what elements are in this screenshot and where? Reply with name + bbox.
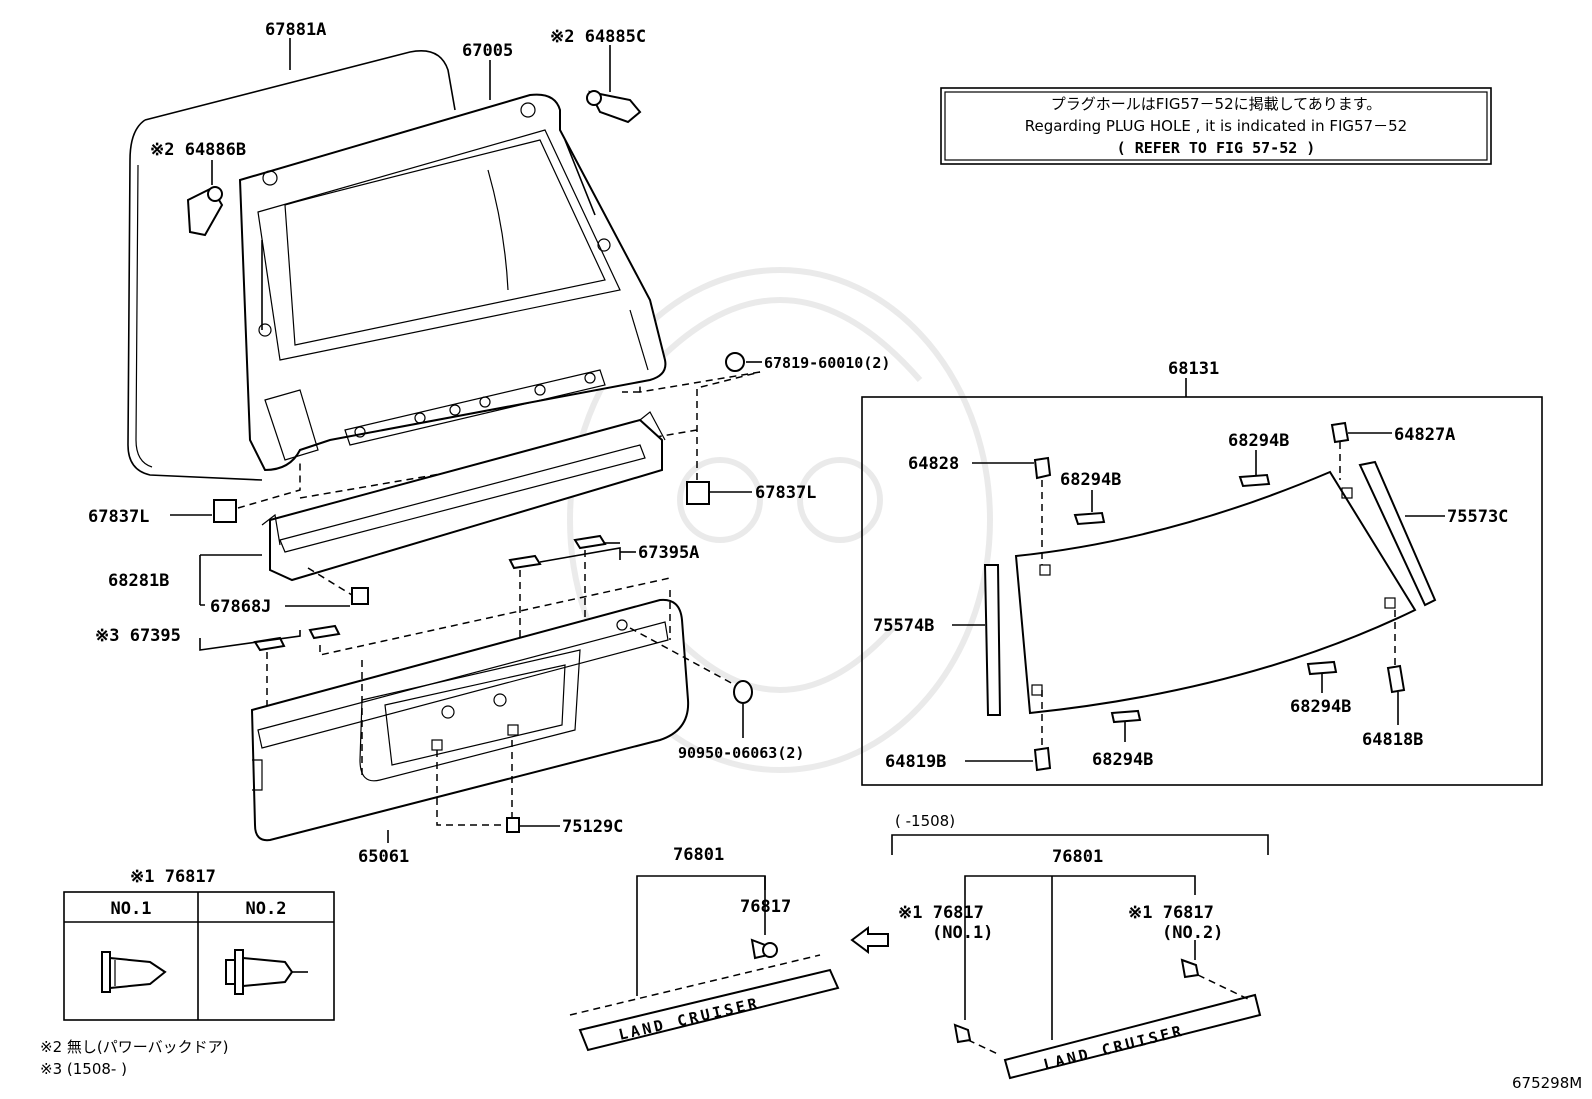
label-68131: 68131: [1168, 359, 1219, 379]
garnish-68281B: 68281B: [108, 411, 666, 606]
clip-table-col-no2: NO.2: [246, 899, 287, 919]
notice-line-2: Regarding PLUG HOLE , it is indicated in…: [1025, 117, 1407, 135]
label-68294B-2: 68294B: [1228, 431, 1289, 451]
label-68294B-1: 68294B: [1060, 470, 1121, 490]
label-64827A: 64827A: [1394, 425, 1455, 445]
back-glass-group-68131: 68131 64828 68294B 68294B 64827A 75573C …: [861, 359, 1543, 786]
label-64886B: ※2 64886B: [150, 140, 246, 160]
direction-arrow: [850, 926, 889, 954]
label-75573C: 75573C: [1447, 507, 1508, 527]
label-64828: 64828: [908, 454, 959, 474]
bracket-67837L-left: 67837L: [88, 460, 301, 527]
clip-no2-drawing: [225, 949, 308, 995]
tape-67395A: 67395A: [508, 534, 699, 660]
watermark: [567, 267, 993, 773]
label-67837L-left: 67837L: [88, 507, 149, 527]
label-64818B: 64818B: [1362, 730, 1423, 750]
label-68294B-3: 68294B: [1092, 750, 1153, 770]
label-64819B: 64819B: [885, 752, 946, 772]
label-67395A: 67395A: [638, 543, 699, 563]
footnote-3: ※3 (1508- ): [40, 1060, 127, 1078]
bracket-67837L-right: 67837L: [299, 371, 816, 505]
emblem-group-76801-b: ( -1508) 76801 ※1 76817 (NO.1) ※1 76817 …: [891, 812, 1269, 1080]
label-76817-no2: ※1 76817: [1128, 903, 1214, 923]
label-67395: ※3 67395: [95, 626, 181, 646]
label-90950-06063: 90950-06063(2): [678, 744, 804, 762]
notice-line-3: ( REFER TO FIG 57-52 ): [1117, 139, 1316, 157]
label-67881A: 67881A: [265, 20, 326, 40]
clip-67868J: 67868J: [210, 567, 369, 617]
label-64885C: ※2 64885C: [550, 27, 646, 47]
label-67837L-right: 67837L: [755, 483, 816, 503]
lower-panel-65061: 65061: [250, 590, 690, 867]
tape-67395: ※3 67395: [95, 577, 671, 735]
footnotes: ※2 無し(パワーバックドア) ※3 (1508- ): [40, 1038, 228, 1078]
clip-table-title: ※1 76817: [130, 867, 216, 887]
label-68281B: 68281B: [108, 571, 169, 591]
label-75574B: 75574B: [873, 616, 934, 636]
clip-table-col-no1: NO.1: [111, 899, 152, 919]
footnote-2: ※2 無し(パワーバックドア): [40, 1038, 228, 1056]
hinge-64885C: ※2 64885C: [550, 27, 646, 124]
hinge-64886B: ※2 64886B: [150, 140, 246, 237]
label-76817-no1-sub: (NO.1): [932, 923, 993, 943]
back-door-panel-67005: 67005: [238, 41, 667, 472]
label-67005: 67005: [462, 41, 513, 61]
label-75129C: 75129C: [562, 817, 623, 837]
label-76817-a: 76817: [740, 897, 791, 917]
plug-90950-06063: 90950-06063(2): [629, 627, 804, 762]
notice-box: プラグホールはFIG57－52に掲載してあります。 Regarding PLUG…: [940, 87, 1492, 165]
label-76817-no2-sub: (NO.2): [1162, 923, 1223, 943]
weatherstrip-67881A: 67881A: [127, 20, 456, 481]
figure-code: 675298M: [1512, 1074, 1582, 1092]
label-67819-60010: 67819-60010(2): [764, 354, 890, 372]
clip-67819-60010: 67819-60010(2): [622, 352, 890, 393]
label-65061: 65061: [358, 847, 409, 867]
label-76817-no1: ※1 76817: [898, 903, 984, 923]
label-68294B-4: 68294B: [1290, 697, 1351, 717]
notice-line-1: プラグホールはFIG57－52に掲載してあります。: [1051, 95, 1381, 113]
range-label: ( -1508): [895, 812, 955, 830]
label-67868J: 67868J: [210, 597, 271, 617]
label-76801-b: 76801: [1052, 847, 1103, 867]
clip-no1-drawing: [101, 951, 167, 993]
label-76801-a: 76801: [673, 845, 724, 865]
clip-table-76817: ※1 76817 NO.1 NO.2: [63, 867, 335, 1021]
nut-75129C: 75129C: [506, 817, 623, 837]
emblem-group-76801-a: 76801 76817 LAND CRUISER: [569, 845, 840, 1052]
